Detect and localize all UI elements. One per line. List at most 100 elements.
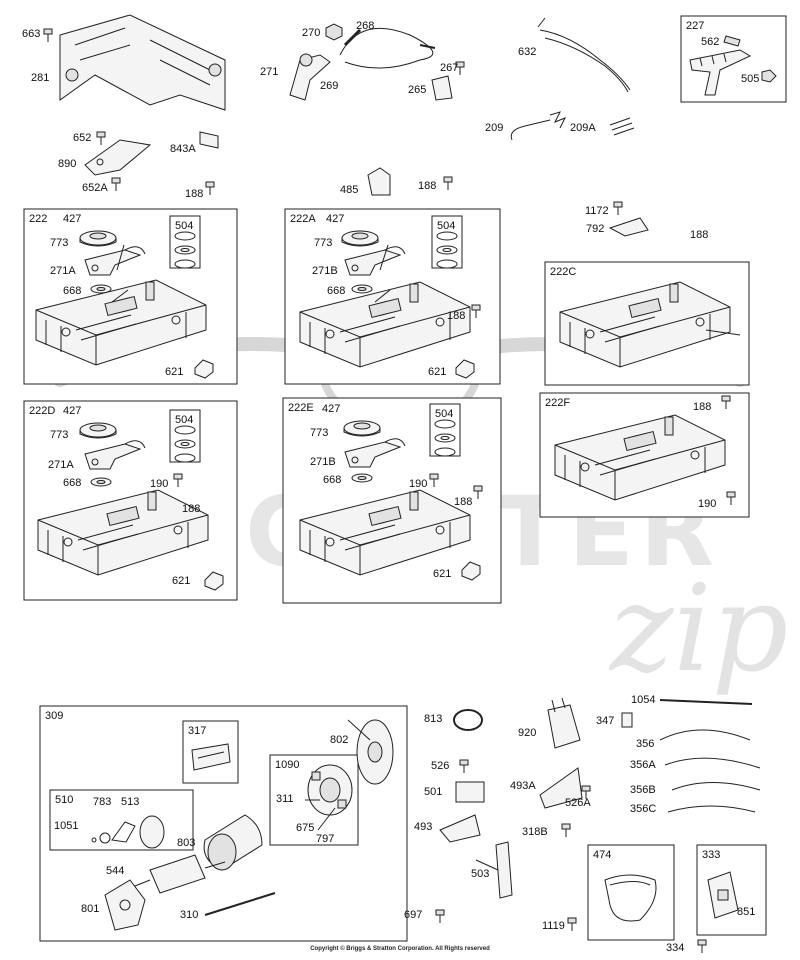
part-1090-brush-plate[interactable]: [307, 764, 353, 816]
part-802-end-cap[interactable]: [356, 719, 394, 785]
part-347-block[interactable]: [621, 712, 633, 728]
label-190-a: 190: [150, 478, 168, 490]
part-493-bracket[interactable]: [439, 814, 481, 843]
label-920: 920: [518, 727, 536, 739]
part-356B-wire[interactable]: [671, 782, 761, 791]
label-271A-b: 271A: [48, 459, 74, 471]
part-317-brush[interactable]: [191, 743, 231, 771]
box-label-504-d: 504: [435, 408, 453, 420]
part-843A-block[interactable]: [199, 131, 219, 149]
box-504-b: [431, 215, 463, 269]
label-265: 265: [408, 84, 426, 96]
label-188-d: 188: [447, 310, 465, 322]
label-513: 513: [121, 796, 139, 808]
box-label-222: 222: [29, 213, 47, 225]
leader-lines: [111, 244, 499, 871]
label-632: 632: [518, 46, 536, 58]
part-227-bracket[interactable]: [689, 49, 752, 96]
label-188-a: 188: [185, 188, 203, 200]
part-356-wire[interactable]: [659, 729, 751, 741]
label-773-a: 773: [50, 237, 68, 249]
label-269: 269: [320, 80, 338, 92]
part-697-screw[interactable]: [435, 909, 445, 924]
part-188-bolt-b[interactable]: [443, 176, 453, 191]
label-356B: 356B: [630, 784, 656, 796]
box-label-309: 309: [45, 710, 63, 722]
label-773-c: 773: [50, 429, 68, 441]
label-318B: 318B: [522, 826, 548, 838]
label-209: 209: [485, 122, 503, 134]
part-801-end-plate[interactable]: [104, 879, 146, 931]
part-209-spring[interactable]: [510, 111, 567, 141]
label-675: 675: [296, 822, 314, 834]
box-label-1090: 1090: [275, 759, 299, 771]
label-427-b: 427: [326, 213, 344, 225]
part-663-screw[interactable]: [43, 28, 53, 43]
part-356C-wire[interactable]: [667, 805, 756, 813]
label-347: 347: [596, 715, 614, 727]
part-505-nut[interactable]: [761, 69, 777, 83]
part-1172-bolt[interactable]: [613, 201, 623, 216]
box-504-a: [169, 215, 201, 269]
part-920-solenoid[interactable]: [547, 697, 581, 749]
label-334: 334: [666, 942, 684, 954]
part-1119-screw[interactable]: [567, 917, 577, 932]
part-501-module[interactable]: [455, 781, 485, 803]
part-1054-tie[interactable]: [659, 699, 753, 705]
label-505: 505: [741, 73, 759, 85]
part-270-nut[interactable]: [325, 23, 343, 41]
part-265-clip[interactable]: [431, 75, 453, 101]
label-270: 270: [302, 27, 320, 39]
part-813-clamp[interactable]: [453, 709, 483, 731]
box-label-474: 474: [593, 849, 611, 861]
box-label-222A: 222A: [290, 213, 316, 225]
copyright-notice: Copyright © Briggs & Stratton Corporatio…: [310, 946, 490, 952]
label-501: 501: [424, 786, 442, 798]
box-label-504-c: 504: [175, 414, 193, 426]
label-271B-a: 271B: [312, 265, 338, 277]
part-792-bracket[interactable]: [608, 217, 649, 237]
box-label-222E: 222E: [288, 402, 314, 414]
part-271-lever[interactable]: [289, 53, 331, 101]
part-503-tube[interactable]: [495, 841, 513, 899]
part-333-switch[interactable]: [707, 871, 739, 919]
box-label-222C: 222C: [550, 266, 576, 278]
label-802: 802: [330, 734, 348, 746]
part-209A-spring[interactable]: [609, 117, 635, 136]
part-281-bracket[interactable]: [59, 14, 226, 111]
label-526: 526: [431, 760, 449, 772]
part-188-bolt-a[interactable]: [205, 181, 215, 196]
label-803: 803: [177, 837, 195, 849]
part-485-block[interactable]: [367, 167, 391, 196]
part-356A-wire[interactable]: [664, 757, 761, 769]
label-652: 652: [73, 132, 91, 144]
label-427-a: 427: [63, 213, 81, 225]
part-803-housing[interactable]: [203, 814, 263, 871]
label-668-c: 668: [63, 477, 81, 489]
label-188-f: 188: [454, 496, 472, 508]
label-188-b: 188: [418, 180, 436, 192]
box-474: [587, 844, 675, 941]
label-851: 851: [737, 906, 755, 918]
label-526A: 526A: [565, 797, 591, 809]
label-668-b: 668: [327, 285, 345, 297]
part-510-drive[interactable]: [91, 815, 165, 849]
part-493A-bracket[interactable]: [539, 767, 583, 809]
part-562-bolt[interactable]: [723, 35, 741, 47]
part-652A-bolt[interactable]: [111, 177, 121, 192]
part-526-bolt[interactable]: [459, 759, 469, 774]
part-labels: 663 281 270 268 271 269 267 265 632 562 …: [22, 20, 759, 954]
label-493: 493: [414, 821, 432, 833]
label-427-d: 427: [322, 403, 340, 415]
part-652-bolt[interactable]: [96, 131, 106, 146]
part-268-cable[interactable]: [339, 27, 436, 69]
part-890-bracket[interactable]: [84, 139, 152, 176]
part-632-spring-cable[interactable]: [537, 17, 631, 93]
part-474-harness[interactable]: [604, 874, 657, 922]
part-310-bolt[interactable]: [204, 892, 276, 916]
label-503: 503: [471, 868, 489, 880]
part-318B-bolt[interactable]: [561, 823, 571, 838]
label-797: 797: [316, 833, 334, 845]
label-310: 310: [180, 909, 198, 921]
